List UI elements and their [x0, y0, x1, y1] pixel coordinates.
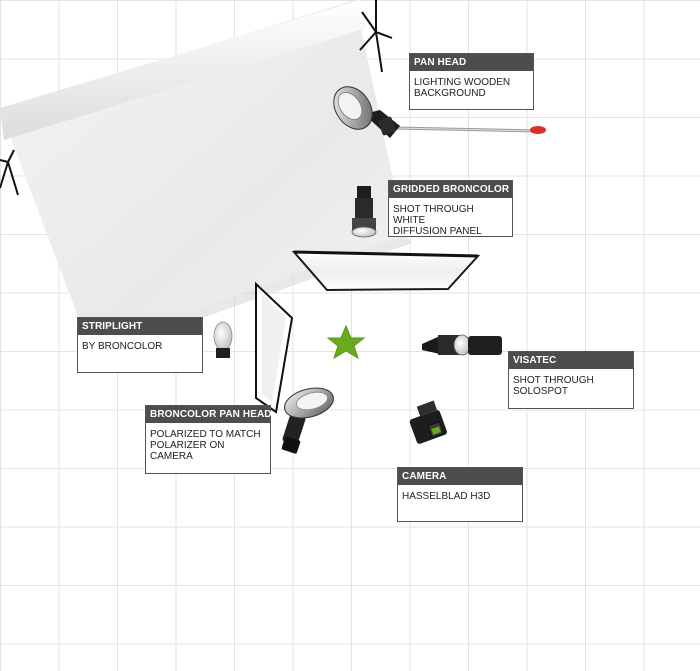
- light-stand-icon: [0, 149, 19, 196]
- label-pan-head: PAN HEAD LIGHTING WOODEN BACKGROUND: [409, 53, 534, 110]
- spotlight-icon: [281, 387, 334, 454]
- light-stand-icon: [359, 0, 393, 73]
- backdrop-sweep: [0, 0, 412, 356]
- label-body: BY BRONCOLOR: [82, 341, 163, 352]
- boom-tip: [530, 126, 546, 134]
- label-title: CAMERA: [398, 468, 522, 485]
- label-body: SHOT THROUGH WHITE DIFFUSION PANEL: [393, 204, 482, 237]
- label-body: HASSELBLAD H3D: [402, 491, 491, 502]
- label-broncolor-pan-head: BRONCOLOR PAN HEAD POLARIZED TO MATCH PO…: [145, 405, 272, 474]
- striplight-icon: [213, 321, 233, 358]
- label-gridded-broncolor: GRIDDED BRONCOLOR SHOT THROUGH WHITE DIF…: [388, 180, 513, 237]
- spotlight-icon: [422, 334, 502, 356]
- diffusion-panel: [291, 250, 481, 292]
- label-body: LIGHTING WOODEN BACKGROUND: [414, 77, 511, 99]
- label-title: BRONCOLOR PAN HEAD: [146, 406, 272, 423]
- label-title: STRIPLIGHT: [78, 318, 202, 335]
- label-striplight: STRIPLIGHT BY BRONCOLOR: [77, 317, 203, 373]
- label-camera: CAMERA HASSELBLAD H3D: [397, 467, 523, 522]
- label-title: GRIDDED BRONCOLOR: [389, 181, 512, 198]
- label-visatec: VISATEC SHOT THROUGH SOLOSPOT: [508, 351, 634, 409]
- gridded-strobe-icon: [351, 186, 377, 238]
- label-body: SHOT THROUGH SOLOSPOT: [513, 375, 594, 397]
- label-title: PAN HEAD: [410, 54, 533, 71]
- star-subject-icon: [326, 324, 366, 360]
- label-body: POLARIZED TO MATCH POLARIZER ON CAMERA: [150, 429, 261, 462]
- camera-icon: [409, 400, 447, 444]
- reflector-panel: [255, 281, 294, 414]
- label-title: VISATEC: [509, 352, 633, 369]
- spotlight-icon: [333, 86, 546, 138]
